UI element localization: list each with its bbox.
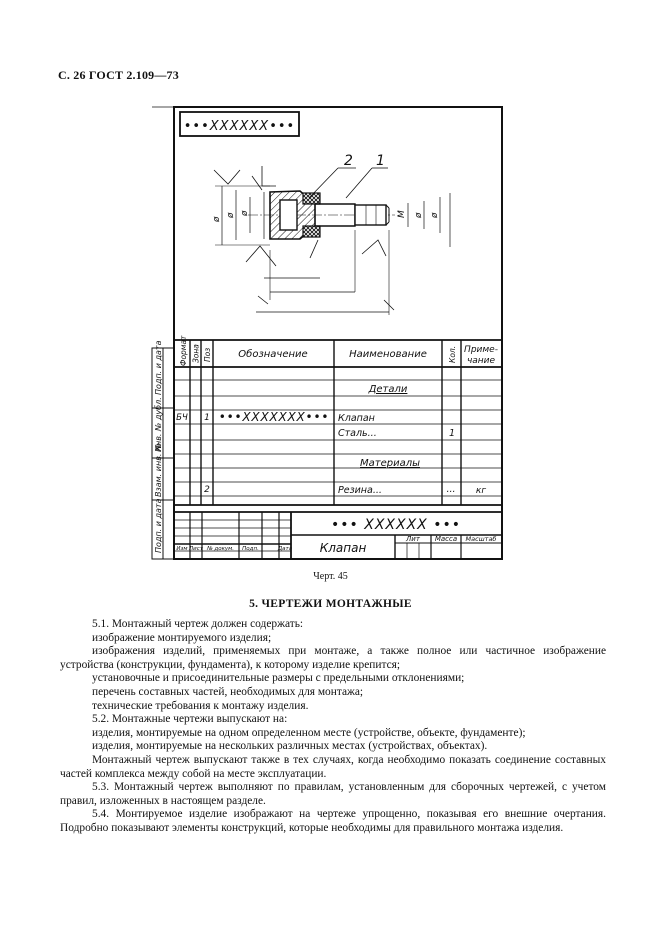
paragraph: изображения изделий, применяемых при мон…: [60, 645, 606, 671]
svg-text:ø: ø: [226, 212, 236, 219]
paragraph: изделия, монтируемые на одном определенн…: [92, 726, 526, 739]
callout-1: 1: [376, 153, 385, 169]
top-title-text: •••ХХХХХХ•••: [184, 119, 295, 134]
callout-2: 2: [344, 153, 353, 169]
stamp-part-name: Клапан: [320, 541, 367, 555]
spec-row3-qty: ...: [446, 484, 455, 495]
paragraph: изображение монтируемого изделия;: [92, 631, 272, 644]
paragraph: перечень составных частей, необходимых д…: [92, 685, 364, 698]
spec-section-parts: Детали: [368, 384, 408, 395]
spec-row1-name: Клапан: [338, 413, 375, 424]
valve-part-drawing: ø ø ø M ø ø 2 1: [212, 153, 451, 315]
spec-row2-name: Сталь...: [338, 428, 377, 439]
spec-row1-pos: 1: [204, 413, 210, 423]
stamp-col-sign: Подп.: [242, 546, 259, 552]
drawing-frame: [152, 106, 503, 560]
stamp-col-list: Лист: [188, 546, 204, 552]
side-label-vzam-inv: Взам. инв. №: [154, 443, 163, 497]
spec-row3-name: Резина...: [338, 485, 382, 496]
stamp-col-izm: Изм: [176, 546, 187, 552]
stamp-scale: Масштаб: [466, 535, 497, 543]
side-label-sign-date-top: Подп. и дата: [154, 340, 163, 395]
specification-table: [174, 339, 502, 506]
spec-header-pos: Поз: [203, 348, 212, 362]
svg-text:M: M: [397, 210, 407, 218]
side-label-sign-date-bottom: Подп. и дата: [154, 498, 163, 553]
side-label-strip: [151, 347, 175, 560]
svg-text:ø: ø: [240, 210, 250, 217]
paragraph: установочные и присоединительные размеры…: [92, 672, 465, 685]
paragraph: 5.1. Монтажный чертеж должен содержать:: [92, 618, 304, 630]
paragraph: изделия, монтируемые на нескольких разли…: [92, 740, 488, 753]
section-title: 5. ЧЕРТЕЖИ МОНТАЖНЫЕ: [249, 598, 412, 610]
stamp-col-doc: № докум.: [206, 546, 234, 552]
figure-caption: Черт. 45: [313, 571, 348, 582]
svg-text:ø: ø: [414, 212, 424, 219]
spec-header-note-line2: чание: [467, 356, 496, 366]
stamp-designation: ••• ХХХХХХ •••: [331, 517, 461, 533]
spec-header-designation: Обозначение: [238, 348, 307, 360]
page-header: С. 26 ГОСТ 2.109—73: [58, 68, 179, 82]
body-text: 5.1. Монтажный чертеж должен содержать: …: [60, 618, 606, 836]
spec-row1-designation: •••ХХХХХХХ•••: [219, 410, 329, 424]
stamp-mass: Масса: [435, 535, 457, 543]
spec-row3-note: кг: [476, 486, 486, 496]
spec-header-note-line1: Приме-: [464, 345, 498, 355]
stamp-lit: Лит: [405, 535, 421, 543]
paragraph: Монтажный чертеж выпускают также в тех с…: [60, 753, 606, 780]
spec-header-zone: Зона: [192, 344, 201, 363]
spec-header-format: Формат: [179, 335, 188, 366]
svg-text:ø: ø: [212, 216, 222, 223]
stamp-col-date: Дата: [277, 546, 293, 552]
top-title-box: •••ХХХХХХ•••: [179, 111, 300, 137]
title-stamp: [174, 511, 502, 559]
paragraph: 5.4. Монтируемое изделие изображают на ч…: [60, 808, 606, 834]
spec-header-qty: Кол.: [448, 346, 457, 363]
paragraph: 5.3. Монтажный чертеж выполняют по прави…: [60, 781, 606, 807]
spec-row1-format: БЧ: [176, 413, 188, 423]
svg-text:ø: ø: [430, 212, 440, 219]
spec-row3-pos: 2: [204, 485, 210, 495]
spec-header-name: Наименование: [349, 349, 427, 360]
spec-row2-qty: 1: [449, 428, 455, 439]
paragraph: 5.2. Монтажные чертежи выпускают на:: [92, 713, 288, 726]
paragraph: технические требования к монтажу изделия…: [92, 699, 309, 712]
spec-section-materials: Материалы: [360, 458, 420, 469]
side-label-inv-dubl: Инв. № дубл.: [154, 397, 163, 452]
